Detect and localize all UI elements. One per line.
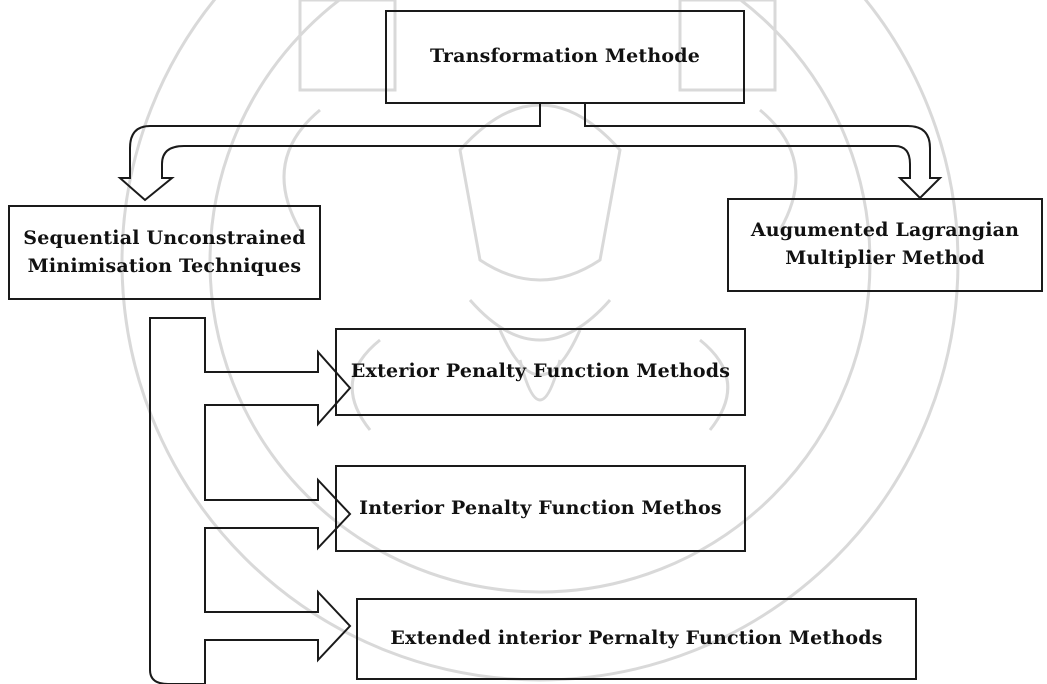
bracket-arrow xyxy=(149,317,352,684)
node-label: Interior Penalty Function Methos xyxy=(359,496,722,519)
node-label: Extended interior Pernalty Function Meth… xyxy=(390,627,883,650)
node-sequential-unconstrained-minimisation: Sequential Unconstrained Minimisation Te… xyxy=(8,205,321,300)
node-interior-penalty: Interior Penalty Function Methos xyxy=(335,465,746,552)
node-exterior-penalty: Exterior Penalty Function Methods xyxy=(335,328,746,416)
node-label: Sequential Unconstrained Minimisation Te… xyxy=(23,226,306,277)
node-label: Augumented Lagrangian Multiplier Method xyxy=(750,219,1020,269)
node-transformation-methode: Transformation Methode xyxy=(385,10,745,104)
node-extended-interior-penalty: Extended interior Pernalty Function Meth… xyxy=(356,598,917,680)
node-augumented-lagrangian: Augumented Lagrangian Multiplier Method xyxy=(727,198,1043,292)
node-label: Transformation Methode xyxy=(429,45,701,68)
node-label: Exterior Penalty Function Methods xyxy=(350,360,731,383)
split-arrow xyxy=(117,102,943,202)
